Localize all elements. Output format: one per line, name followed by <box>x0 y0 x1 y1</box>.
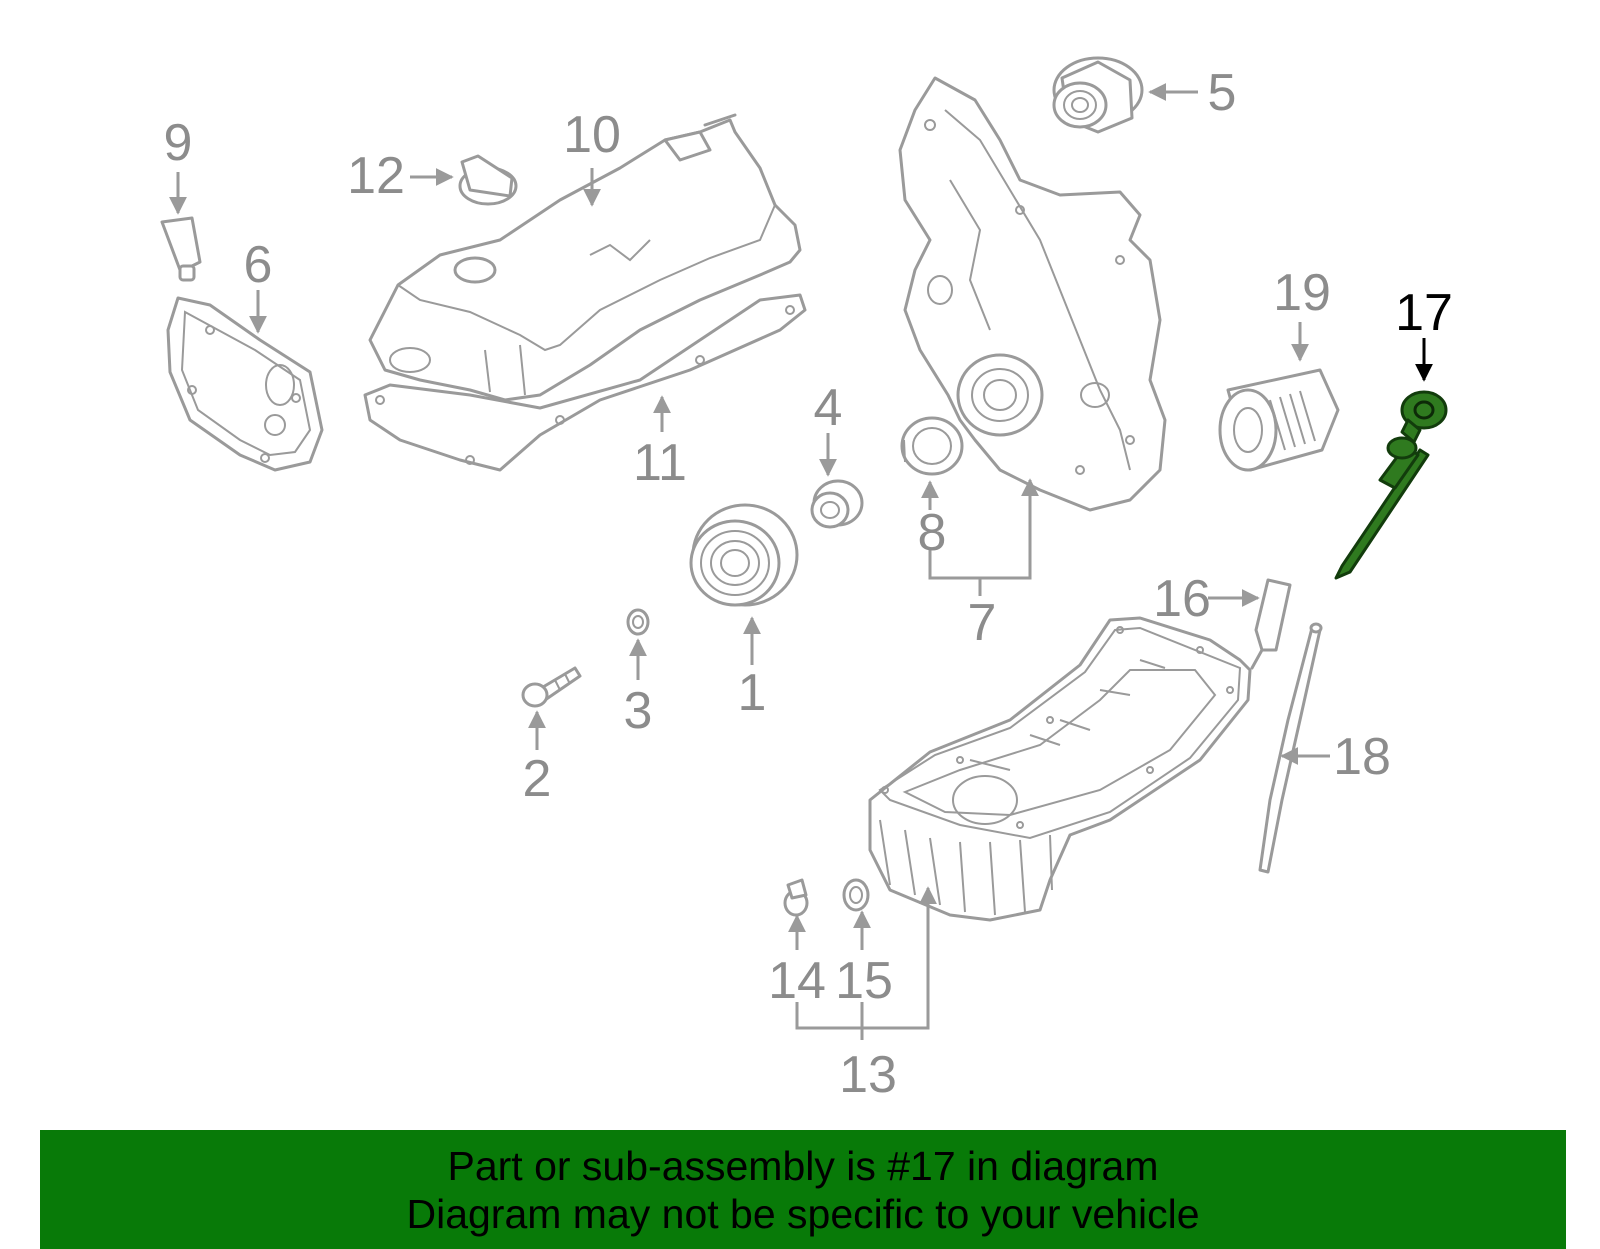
part-18-dipstick-tube <box>1258 622 1323 874</box>
banner-line-disclaimer: Diagram may not be specific to your vehi… <box>406 1190 1200 1237</box>
callout-14: 14 <box>768 952 826 1010</box>
callout-18: 18 <box>1333 728 1391 786</box>
part-14-drain-plug <box>783 878 809 917</box>
callout-labels: 9 6 12 10 11 5 4 8 7 19 17 16 1 3 2 18 1… <box>164 64 1453 1104</box>
part-12-filler-cap <box>458 154 518 206</box>
callout-17: 17 <box>1395 284 1453 342</box>
part-7-timing-cover <box>898 76 1167 512</box>
callout-10: 10 <box>563 106 621 164</box>
part-2-bolt <box>521 666 582 708</box>
part-9-sealant-tube <box>160 216 202 282</box>
part-15-gasket <box>842 878 870 912</box>
part-17-oil-dipstick <box>1334 390 1448 580</box>
leader-lines <box>169 83 1433 1040</box>
callout-3: 3 <box>624 682 653 740</box>
exploded-parts-diagram: 9 6 12 10 11 5 4 8 7 19 17 16 1 3 2 18 1… <box>160 56 1453 1104</box>
callout-2: 2 <box>523 750 552 808</box>
callout-12: 12 <box>347 147 405 205</box>
part-13-oil-pan <box>868 616 1252 922</box>
part-11-cover-gasket <box>363 293 807 472</box>
part-16-sealant-tube <box>1250 578 1292 670</box>
callout-15: 15 <box>835 952 893 1010</box>
part-5-sprocket <box>1052 56 1144 134</box>
callout-1: 1 <box>738 664 767 722</box>
callout-9: 9 <box>164 114 193 172</box>
callout-13: 13 <box>839 1046 897 1104</box>
callout-16: 16 <box>1153 570 1211 628</box>
part-1-crank-pulley <box>689 503 799 607</box>
callout-6: 6 <box>244 236 273 294</box>
part-6-side-cover <box>166 296 324 472</box>
callout-8: 8 <box>918 504 947 562</box>
part-info-banner: Part or sub-assembly is #17 in diagram D… <box>40 1130 1566 1249</box>
part-8-seal <box>900 416 964 476</box>
part-10-valve-cover <box>368 113 802 402</box>
callout-7: 7 <box>968 594 997 652</box>
part-4-crank-sprocket <box>810 479 864 529</box>
callout-5: 5 <box>1208 64 1237 122</box>
banner-line-part: Part or sub-assembly is #17 in diagram <box>447 1142 1159 1189</box>
callout-4: 4 <box>814 379 843 437</box>
part-19-oil-filter <box>1218 368 1340 472</box>
part-3-washer <box>626 608 650 636</box>
callout-19: 19 <box>1273 264 1331 322</box>
callout-11: 11 <box>633 434 687 492</box>
